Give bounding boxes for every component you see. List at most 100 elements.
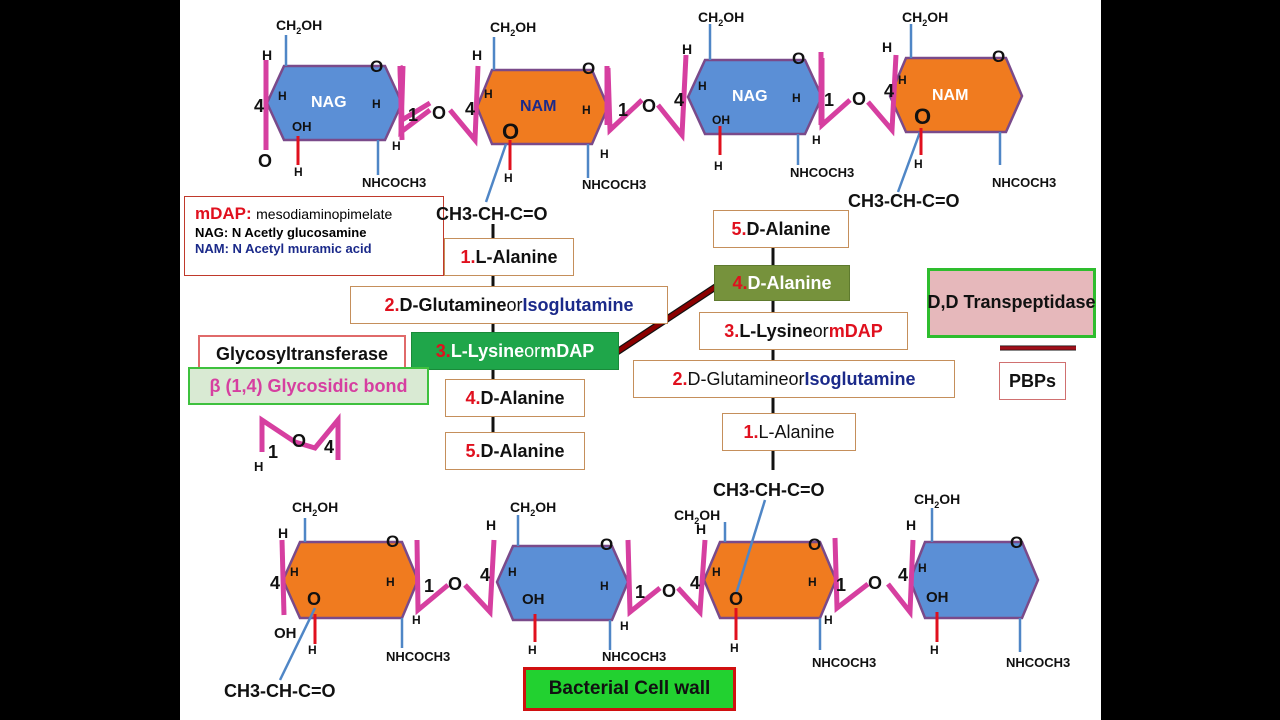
h-atom: H <box>808 575 817 589</box>
bridge-oxygen: O <box>642 96 657 116</box>
carbon-4: 4 <box>480 565 491 585</box>
ring-oxygen: O <box>600 535 614 554</box>
h-atom: H <box>812 133 821 147</box>
h-atom: H <box>278 89 287 103</box>
diagram-slide: NAG NAM NAG NAM CH2OH CH2OH CH2OH CH2OH … <box>180 0 1101 720</box>
h-atom: H <box>914 157 923 171</box>
ring-oxygen: O <box>792 49 806 68</box>
left-d-alanine-5: 5. D-Alanine <box>445 432 585 470</box>
h-atom: H <box>472 47 483 63</box>
ch2oh-label: CH2OH <box>674 507 721 526</box>
nhcoch3-group: NHCOCH3 <box>812 655 877 670</box>
left-l-lysine: 3.L-Lysine or mDAP <box>411 332 619 370</box>
sugar-label: NAG <box>732 88 768 105</box>
mdap-key: mDAP: <box>195 204 252 223</box>
h-atom: H <box>600 147 609 161</box>
sugar-label: NAM <box>520 98 557 115</box>
glycosyltransferase-label: Glycosyltransferase <box>198 335 406 373</box>
h-atom: H <box>508 565 517 579</box>
h-atom: H <box>392 139 401 153</box>
sugar-label: NAM <box>932 87 969 104</box>
right-l-alanine: 1. L-Alanine <box>722 413 856 451</box>
ch2oh-label: CH2OH <box>292 499 339 518</box>
carbon-4: 4 <box>898 565 909 585</box>
h-atom: H <box>898 73 907 87</box>
nhcoch3-group: NHCOCH3 <box>602 649 667 664</box>
bridge-oxygen: O <box>292 431 307 451</box>
nhcoch3-group: NHCOCH3 <box>1006 655 1071 670</box>
bridge-oxygen: O <box>662 581 677 601</box>
glycosidic-bond-label: β (1,4) Glycosidic bond <box>188 367 429 405</box>
bridge-oxygen: O <box>852 89 867 109</box>
ring-oxygen: O <box>992 47 1006 66</box>
h-atom: H <box>730 641 739 655</box>
h-atom: H <box>712 565 721 579</box>
carbon-1: 1 <box>424 576 435 596</box>
h-atom: H <box>714 159 723 173</box>
h-atom: H <box>504 171 513 185</box>
nhcoch3-group: NHCOCH3 <box>992 175 1057 190</box>
h-atom: H <box>294 165 303 179</box>
o-atom: O <box>307 589 322 609</box>
o-atom: O <box>729 589 744 609</box>
h-atom: H <box>262 47 273 63</box>
right-d-alanine-4: 4.D-Alanine <box>714 265 850 301</box>
h-atom: H <box>824 613 833 627</box>
carbon-4: 4 <box>690 573 701 593</box>
h-atom: H <box>278 525 289 541</box>
left-d-glutamine: 2.D-Glutamine or Isoglutamine <box>350 286 668 324</box>
lactyl-group: CH3-CH-C=O <box>848 191 960 211</box>
nhcoch3-group: NHCOCH3 <box>582 177 647 192</box>
carbon-4: 4 <box>270 573 281 593</box>
oh-group: OH <box>926 589 949 606</box>
h-atom: H <box>290 565 299 579</box>
transpeptidase-label: D,D Transpeptidase <box>927 268 1096 338</box>
legend-nag: NAG: N Acetly glucosamine <box>195 225 367 240</box>
sugar-label: NAG <box>311 94 347 111</box>
hex-nag-3 <box>495 544 630 622</box>
h-atom: H <box>906 517 917 533</box>
lactyl-group: CH3-CH-C=O <box>436 204 548 224</box>
h-atom: H <box>696 521 707 537</box>
h-atom: H <box>600 579 609 593</box>
legend-box: mDAP: mesodiaminopimelate NAG: N Acetly … <box>184 196 444 276</box>
ch2oh-label: CH2OH <box>510 499 557 518</box>
h-atom: H <box>528 643 537 657</box>
oh-group: OH <box>712 113 730 127</box>
oh-group: OH <box>274 625 297 642</box>
ring-oxygen: O <box>582 59 596 78</box>
ring-oxygen: O <box>386 532 400 551</box>
h-atom: H <box>486 517 497 533</box>
hex-nag-4 <box>908 540 1040 620</box>
ring-oxygen: O <box>370 57 384 76</box>
h-atom: H <box>372 97 381 111</box>
nhcoch3-group: NHCOCH3 <box>790 165 855 180</box>
hex-nag-2 <box>686 58 824 136</box>
left-l-alanine: 1.L-Alanine <box>444 238 574 276</box>
lactyl-group: CH3-CH-C=O <box>713 480 825 500</box>
bridge-oxygen: O <box>448 574 463 594</box>
left-d-alanine-4: 4. D-Alanine <box>445 379 585 417</box>
h-atom: H <box>412 613 421 627</box>
o-atom: O <box>258 151 273 171</box>
carbon-1: 1 <box>618 100 629 120</box>
carbon-1: 1 <box>836 575 847 595</box>
h-atom: H <box>582 103 591 117</box>
right-l-lysine: 3. L-Lysine or mDAP <box>699 312 908 350</box>
carbon-4: 4 <box>254 96 265 116</box>
h-atom: H <box>698 79 707 93</box>
h-atom: H <box>254 459 264 474</box>
oh-group: OH <box>522 591 545 608</box>
mdap-val: mesodiaminopimelate <box>256 206 393 222</box>
carbon-4: 4 <box>465 99 476 119</box>
bridge-oxygen: O <box>432 103 447 123</box>
right-d-alanine-5: 5.D-Alanine <box>713 210 849 248</box>
carbon-4: 4 <box>674 90 685 110</box>
h-atom: H <box>308 643 317 657</box>
h-atom: H <box>792 91 801 105</box>
ring-oxygen: O <box>1010 533 1024 552</box>
h-atom: H <box>930 643 939 657</box>
ring-oxygen: O <box>808 535 822 554</box>
h-atom: H <box>882 39 893 55</box>
carbon-4: 4 <box>884 81 895 101</box>
